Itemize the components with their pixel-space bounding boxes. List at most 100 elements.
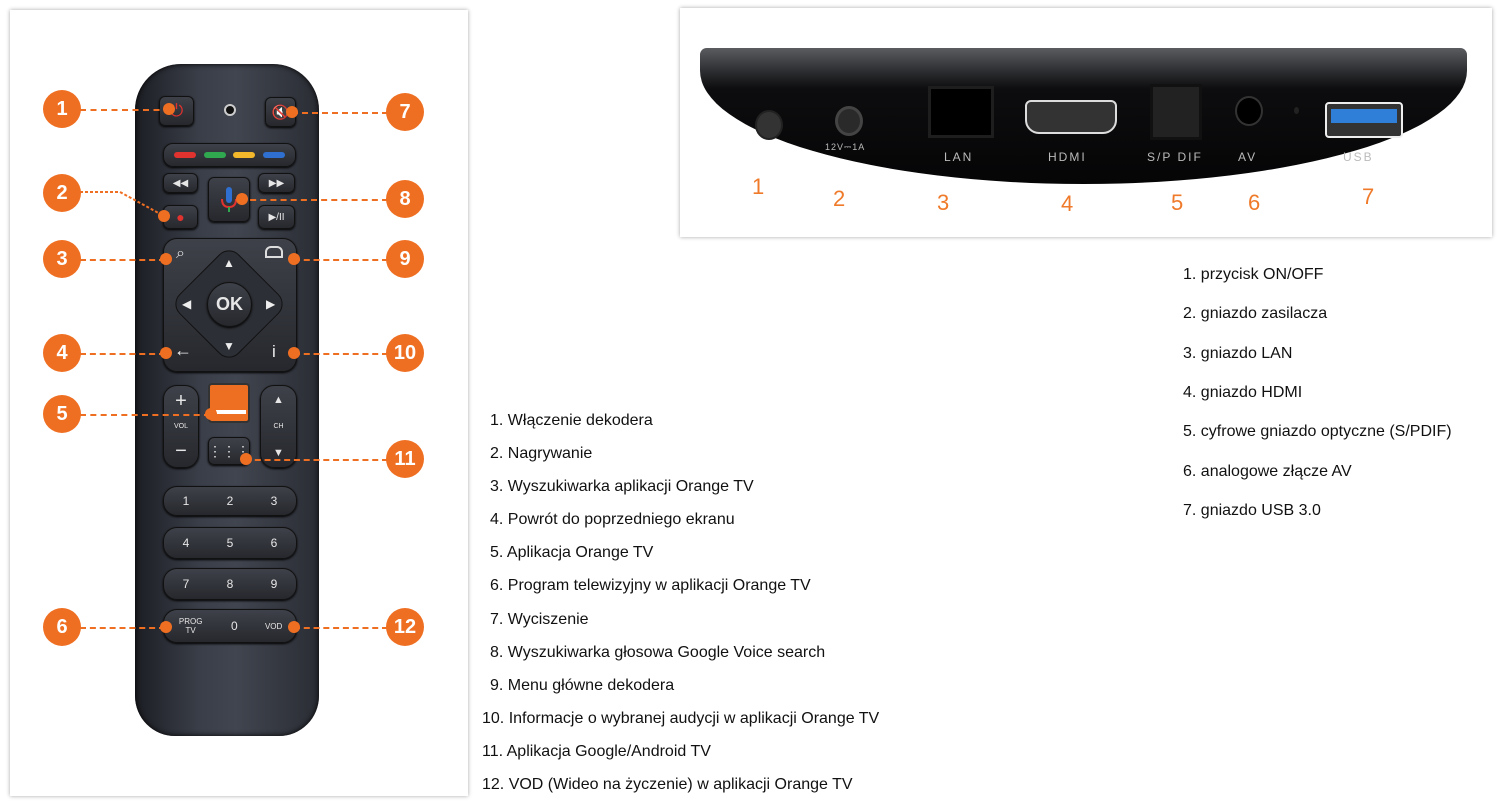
key-2: 2 [226, 494, 234, 508]
volume-up: + [175, 390, 187, 412]
hdmi-port [1025, 100, 1117, 134]
callout-dot-8 [236, 193, 248, 205]
red-key [173, 152, 196, 158]
volume-down: − [175, 440, 187, 462]
legend-item: 5. Aplikacja Orange TV [490, 544, 654, 561]
legend-item: 1. Włączenie dekodera [490, 412, 653, 429]
callout-dot-6 [160, 621, 172, 633]
mute-button: 🔇 [265, 97, 296, 127]
hdmi-label: HDMI [1048, 150, 1087, 164]
number-row-2: 4 5 6 [163, 527, 297, 559]
callout-6: 6 [43, 608, 81, 646]
fast-forward-button: ▶▶ [258, 173, 295, 193]
callout-line-8 [240, 199, 388, 201]
callout-11: 11 [386, 440, 424, 478]
callout-line-12 [294, 627, 388, 629]
callout-dot-9 [288, 253, 300, 265]
arrow-left-icon: ◀ [182, 297, 192, 311]
callout-line-1 [80, 109, 170, 111]
port-number-6: 6 [1248, 190, 1261, 215]
orange-tv-button [208, 383, 250, 423]
blue-key [263, 152, 286, 158]
port-number-4: 4 [1061, 191, 1074, 216]
channel-down-icon: ▼ [273, 447, 284, 459]
microphone-icon [221, 186, 237, 212]
legend-item: 6. Program telewizyjny w aplikacji Orang… [490, 577, 811, 594]
dc-jack [835, 106, 863, 136]
legend-item: 4. gniazdo HDMI [1183, 384, 1303, 401]
callout-line-2 [80, 191, 165, 217]
callout-dot-3 [160, 253, 172, 265]
spdif-label: S/P DIF [1147, 150, 1203, 164]
callout-dot-2 [158, 210, 170, 222]
port-number-3: 3 [937, 190, 950, 215]
key-1: 1 [182, 494, 190, 508]
callout-5: 5 [43, 395, 81, 433]
callout-dot-12 [288, 621, 300, 633]
yellow-key [233, 152, 256, 158]
key-4: 4 [182, 536, 190, 550]
legend-item: 3. Wyszukiwarka aplikacji Orange TV [490, 478, 754, 495]
led-indicator [1294, 107, 1299, 114]
callout-line-9 [294, 259, 388, 261]
callout-dot-11 [240, 453, 252, 465]
callout-12: 12 [386, 608, 424, 646]
search-icon: ⌕ [176, 245, 185, 262]
home-icon [265, 246, 283, 258]
key-6: 6 [270, 536, 278, 550]
port-number-5: 5 [1171, 190, 1184, 215]
legend-item: 4. Powrót do poprzedniego ekranu [490, 511, 735, 528]
callout-4: 4 [43, 334, 81, 372]
legend-item: 7. gniazdo USB 3.0 [1183, 502, 1321, 519]
play-pause-button: ▶/II [258, 205, 295, 229]
port-number-2: 2 [833, 186, 846, 211]
legend-item: 10. Informacje o wybranej audycji w apli… [482, 710, 880, 727]
legend-item: 2. gniazdo zasilacza [1183, 305, 1328, 322]
callout-2: 2 [43, 174, 81, 212]
volume-label: VOL [173, 423, 188, 430]
key-0: 0 [230, 619, 238, 633]
port-number-1: 1 [752, 174, 765, 199]
spdif-port [1150, 84, 1202, 140]
usb-label: USB [1343, 150, 1374, 164]
volume-rocker: + VOL − [163, 385, 199, 468]
legend-item: 2. Nagrywanie [490, 445, 593, 462]
mic-hole [224, 104, 236, 116]
arrow-down-icon: ▼ [223, 339, 235, 353]
lan-port [928, 86, 994, 138]
info-label: i [272, 342, 276, 361]
vod-key: VOD [264, 621, 283, 631]
callout-10: 10 [386, 334, 424, 372]
channel-up-icon: ▲ [273, 394, 284, 406]
callout-line-6 [80, 627, 165, 629]
power-switch [755, 110, 783, 140]
legend-item: 11. Aplikacja Google/Android TV [482, 743, 711, 760]
callout-dot-5 [205, 408, 217, 420]
power-label: 12V⎓1A [825, 142, 866, 152]
back-arrow-icon: ← [174, 340, 192, 360]
channel-rocker: ▲ CH ▼ [260, 385, 297, 468]
callout-line-10 [294, 353, 388, 355]
green-key [203, 152, 226, 158]
key-8: 8 [226, 577, 234, 591]
callout-line-7 [292, 112, 388, 114]
rewind-button: ◀◀ [163, 173, 198, 193]
legend-item: 12. VOD (Wideo na życzenie) w aplikacji … [482, 776, 853, 793]
arrow-up-icon: ▲ [223, 256, 235, 270]
callout-1: 1 [43, 90, 81, 128]
channel-label: CH [273, 423, 284, 430]
av-label: AV [1238, 150, 1258, 164]
arrow-right-icon: ▶ [266, 297, 276, 311]
av-jack [1235, 96, 1263, 126]
callout-8: 8 [386, 180, 424, 218]
key-5: 5 [226, 536, 234, 550]
callout-dot-10 [288, 347, 300, 359]
legend-item: 1. przycisk ON/OFF [1183, 266, 1324, 283]
legend-item: 9. Menu główne dekodera [490, 677, 675, 694]
legend-item: 8. Wyszukiwarka głosowa Google Voice sea… [490, 644, 826, 661]
callout-dot-1 [163, 103, 175, 115]
callout-line-3 [80, 259, 165, 261]
callout-9: 9 [386, 240, 424, 278]
legend-item: 3. gniazdo LAN [1183, 345, 1293, 362]
